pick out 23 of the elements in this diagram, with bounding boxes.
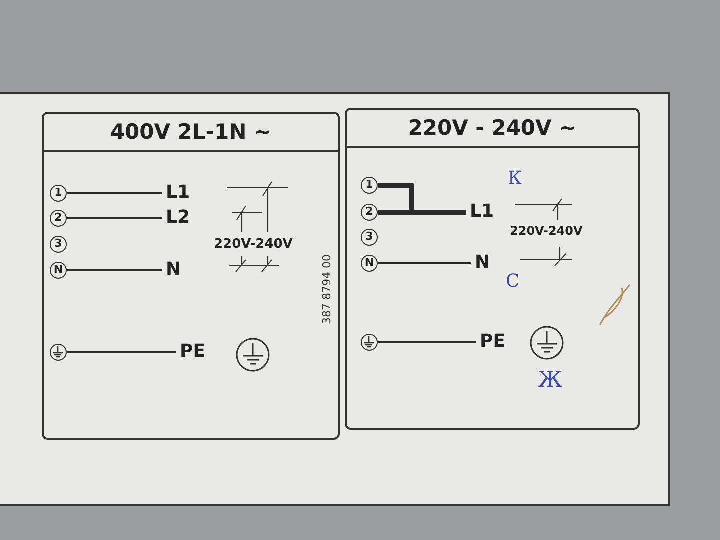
conductor-label: N xyxy=(475,252,497,274)
wire-line xyxy=(67,192,162,194)
conductor-label: L2 xyxy=(166,207,196,229)
wire-line xyxy=(67,218,162,220)
wire-line xyxy=(67,352,176,354)
wire-line xyxy=(67,270,162,272)
part-number: 387 8794 00 xyxy=(320,254,334,324)
conductor-label: N xyxy=(166,259,188,281)
handwritten-note: Ж xyxy=(538,368,563,393)
voltage-label: 220V-240V xyxy=(214,237,293,252)
wiring-panel xyxy=(345,108,640,430)
conductor-label: L1 xyxy=(166,182,196,204)
conductor-label: PE xyxy=(180,341,216,363)
wire-line xyxy=(378,262,471,264)
handwritten-note: С xyxy=(506,271,520,292)
panel-heading: 400V 2L-1N ~ xyxy=(44,114,338,152)
wiring-panel xyxy=(42,112,340,440)
conductor-label: L1 xyxy=(470,201,500,223)
panel-heading: 220V - 240V ~ xyxy=(347,110,638,148)
voltage-label: 220V-240V xyxy=(510,224,583,238)
handwritten-note: К xyxy=(508,168,522,189)
conductor-label: PE xyxy=(480,331,516,353)
wire-line xyxy=(378,342,476,344)
